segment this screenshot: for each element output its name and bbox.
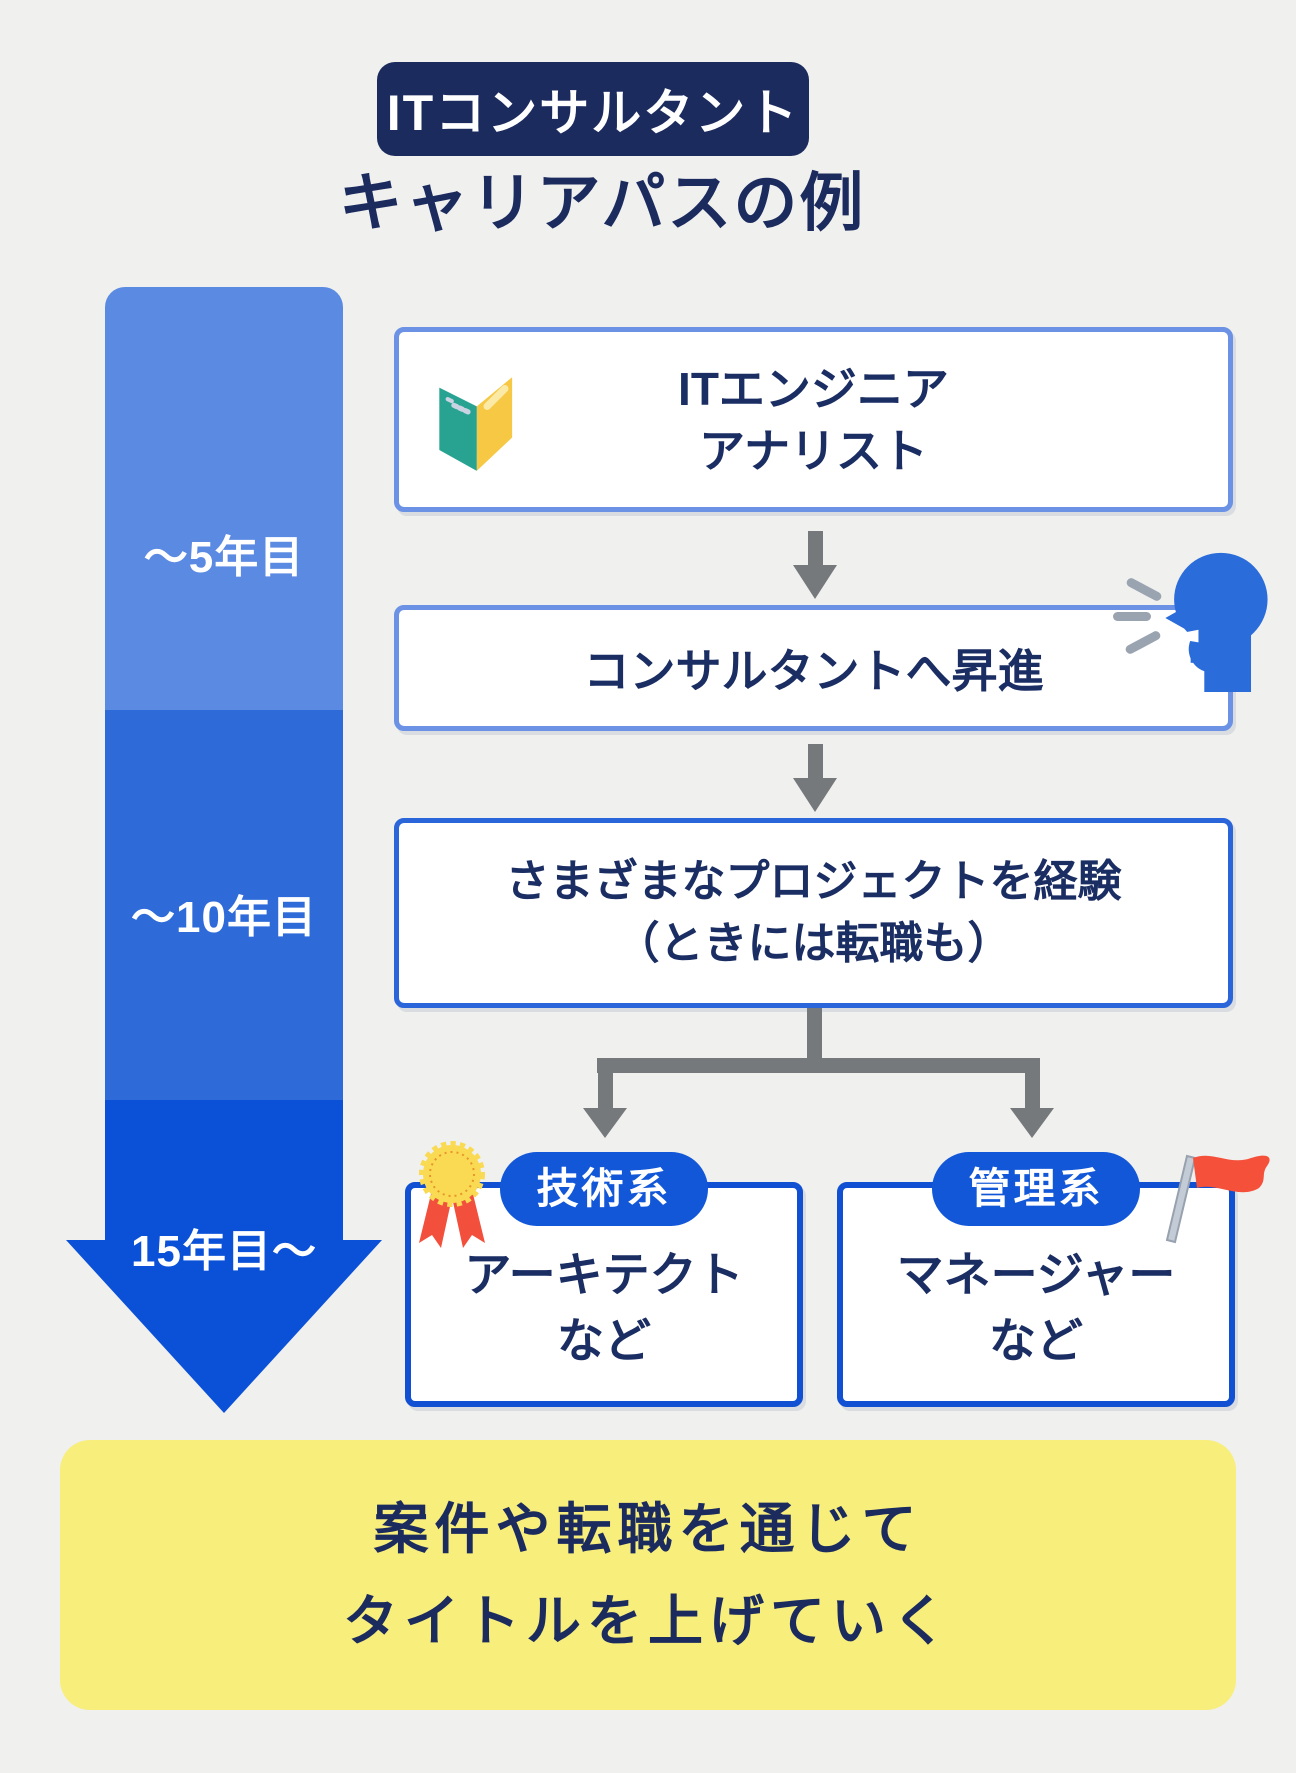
open-book-icon: [439, 377, 513, 471]
category-badge-label: ITコンサルタント: [386, 85, 800, 141]
talking-head-icon: [1163, 552, 1268, 692]
branch-arrowhead-left: [583, 1108, 627, 1138]
down-arrow-icon: [793, 531, 838, 599]
timeline-arrowhead: [66, 1240, 382, 1413]
summary-line1: 案件や転職を通じて: [373, 1498, 923, 1560]
flow-box3-line2: （ときには転職も）: [615, 919, 1012, 968]
branch-box-technical: 技術系 アーキテクト など: [405, 1141, 803, 1407]
branch-connector-right-arm: [1025, 1066, 1040, 1112]
flow-box-projects: さまざまなプロジェクトを経験 （ときには転職も）: [394, 818, 1233, 1008]
flow-box2-label: コンサルタントへ昇進: [583, 645, 1044, 697]
flow-box1-line2: アナリスト: [698, 424, 929, 477]
tag-management: 管理系: [932, 1152, 1140, 1226]
branch-arrowhead-right: [1010, 1108, 1054, 1138]
timeline-label-15years: 15年目〜: [131, 1227, 317, 1276]
speech-line-icon: [1113, 612, 1151, 621]
flow-box3-line1: さまざまなプロジェクトを経験: [505, 857, 1122, 906]
timeline-segment-5years: 〜5年目: [105, 287, 343, 710]
down-arrow-icon: [793, 744, 838, 812]
summary-line2: タイトルを上げていく: [342, 1590, 953, 1652]
timeline-arrow: 〜5年目 〜10年目 15年目〜: [66, 287, 382, 1413]
tag-technical: 技術系: [500, 1152, 708, 1226]
branch-box-management: 管理系 マネージャー など: [837, 1152, 1270, 1407]
timeline-segment-15years: [105, 1100, 343, 1240]
summary-banner: 案件や転職を通じて タイトルを上げていく: [60, 1440, 1236, 1710]
branch-left-line2: など: [557, 1313, 651, 1367]
timeline-segment-10years: 〜10年目: [105, 710, 343, 1100]
branch-connector-bar: [597, 1058, 1040, 1073]
flow-box1-line1: ITエンジニア: [678, 362, 949, 415]
page-title: キャリアパスの例: [338, 167, 866, 239]
branch-right-line1: マネージャー: [896, 1247, 1176, 1301]
branch-connector-left-arm: [598, 1066, 613, 1112]
timeline-label-10years: 〜10年目: [131, 893, 317, 942]
flow-box-promotion: コンサルタントへ昇進: [394, 605, 1233, 731]
speech-line-icon: [1125, 576, 1163, 603]
flag-icon: [1165, 1154, 1270, 1244]
branch-left-line1: アーキテクト: [464, 1247, 744, 1301]
branch-connector-stem: [807, 1008, 822, 1073]
branch-right-line2: など: [989, 1313, 1083, 1367]
medal-icon: [419, 1141, 485, 1248]
flow-box-engineer-analyst: ITエンジニア アナリスト: [394, 327, 1233, 512]
category-badge: ITコンサルタント: [377, 62, 809, 156]
timeline-label-5years: 〜5年目: [143, 533, 305, 582]
